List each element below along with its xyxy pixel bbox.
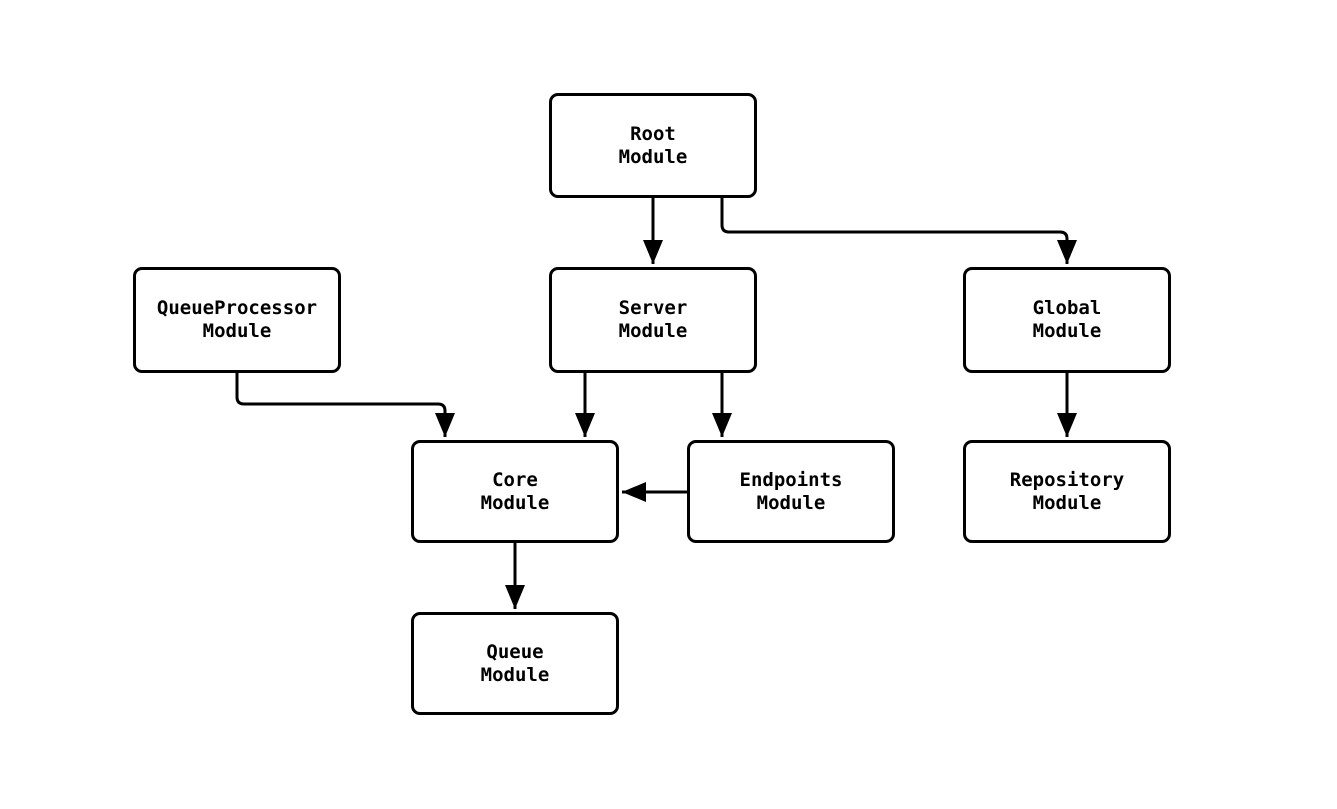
node-endpoints-module-label: Endpoints Module <box>739 468 843 514</box>
node-queue-module-label: Queue Module <box>480 640 550 686</box>
node-endpoints-module: Endpoints Module <box>687 440 895 543</box>
node-repository-module-label: Repository Module <box>1009 468 1125 514</box>
node-server-module: Server Module <box>549 267 757 373</box>
node-queueprocessor-module-label: QueueProcessor Module <box>156 297 318 342</box>
edge-queueprocessor-to-core <box>235 372 455 437</box>
node-global-module: Global Module <box>963 267 1171 373</box>
edge-root-to-global <box>720 197 1077 264</box>
node-core-module-label: Core Module <box>480 468 550 514</box>
node-global-module-label: Global Module <box>1032 297 1102 342</box>
node-root-module: Root Module <box>549 93 757 198</box>
node-server-module-label: Server Module <box>618 297 688 342</box>
node-repository-module: Repository Module <box>963 440 1171 543</box>
node-core-module: Core Module <box>411 440 619 543</box>
node-root-module-label: Root Module <box>618 122 688 168</box>
node-queue-module: Queue Module <box>411 612 619 715</box>
node-queueprocessor-module: QueueProcessor Module <box>133 267 341 373</box>
